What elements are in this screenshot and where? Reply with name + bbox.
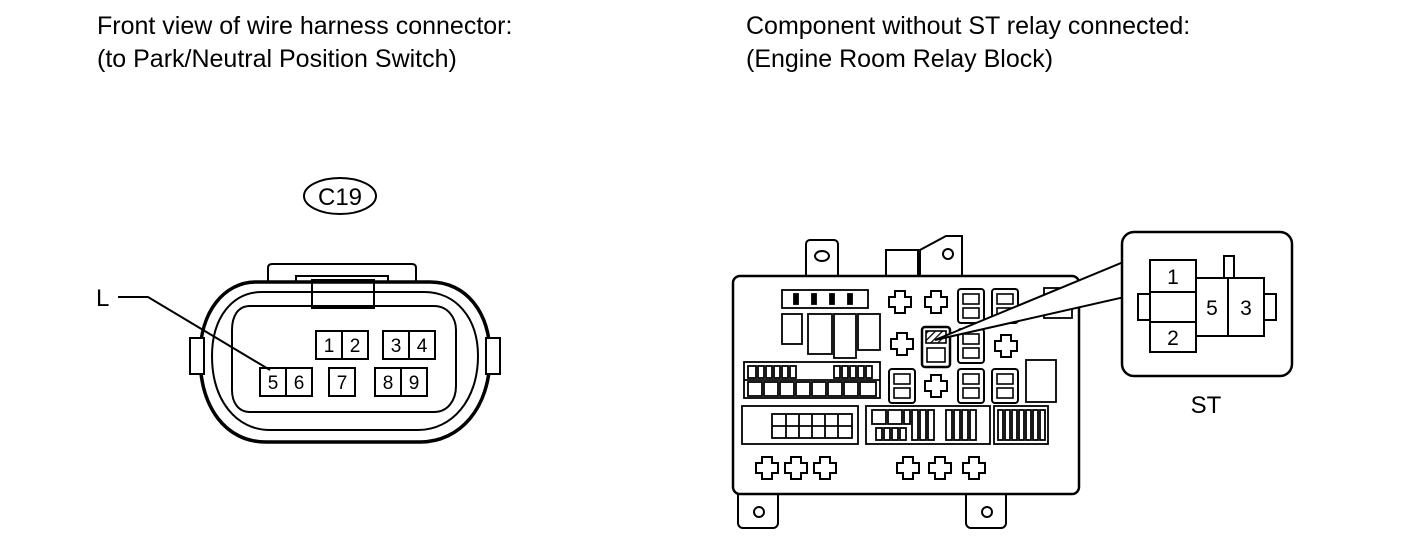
leader-line: [118, 296, 271, 371]
pin-cell-2: [341, 330, 369, 360]
st-pin-label-5: 5: [1206, 297, 1218, 320]
relay-block-internals: [741, 287, 1073, 445]
connector-id-badge: C19: [303, 177, 377, 215]
mount-hole: [753, 506, 765, 518]
pin-label-9: 9: [409, 373, 420, 394]
top-tab-right: [919, 235, 963, 281]
pin-cell-7: [328, 367, 356, 397]
pin-label-7: 7: [337, 373, 348, 394]
mount-hole: [942, 248, 954, 260]
wire-callout: L: [96, 285, 271, 371]
pin-label-1: 1: [324, 336, 335, 357]
fuse-block: [857, 313, 881, 351]
pin-numbers: 1 2 3 4 5 6 7 8 9: [268, 336, 428, 394]
fuse-block: [833, 313, 857, 359]
pin-cell-9: [400, 367, 428, 397]
relay-socket: [991, 368, 1019, 404]
st-pin-cell-3: [1227, 277, 1265, 337]
st-relay-socket: [920, 325, 952, 369]
pin-label-4: 4: [417, 336, 428, 357]
pin-cell-4: [408, 330, 436, 360]
pin-cell-1: [315, 330, 343, 360]
st-pin-label-2: 2: [1167, 327, 1179, 350]
st-magnified-view: 1 2 5 3: [1120, 230, 1294, 378]
pin-cell-5: [259, 367, 287, 397]
st-relay-label: ST: [1191, 392, 1222, 419]
st-pin-label-3: 3: [1240, 297, 1252, 320]
fuse-block: [781, 313, 803, 345]
pin-label-3: 3: [391, 336, 402, 357]
mount-hole: [814, 250, 830, 262]
st-pin-label-1: 1: [1167, 266, 1179, 289]
right-caption: Component without ST relay connected: (E…: [746, 10, 1190, 76]
harness-connector: [189, 263, 501, 444]
side-latch: [1263, 293, 1277, 321]
left-caption-line1: Front view of wire harness connector:: [97, 12, 513, 40]
connector-id-label: C19: [318, 184, 362, 211]
pin-label-2: 2: [350, 336, 361, 357]
pin-cell-3: [382, 330, 410, 360]
mount-hole: [981, 506, 993, 518]
fuse-block: [807, 313, 833, 355]
top-key: [1223, 255, 1235, 279]
relay-socket: [957, 368, 985, 404]
left-caption-line2: (to Park/Neutral Position Switch): [97, 45, 457, 73]
right-caption-line2: (Engine Room Relay Block): [746, 45, 1054, 73]
st-pin-cell-2: [1149, 321, 1197, 353]
pin-label-8: 8: [383, 373, 394, 394]
wire-color-label: L: [96, 285, 109, 312]
relay-socket: [888, 368, 916, 404]
relay-socket: [957, 288, 985, 324]
right-caption-line1: Component without ST relay connected:: [746, 12, 1191, 40]
pin-label-6: 6: [294, 373, 305, 394]
fuse-strip: [781, 289, 869, 309]
left-caption: Front view of wire harness connector: (t…: [97, 10, 512, 76]
st-pin-cell-mid: [1149, 291, 1197, 323]
pin-cells: [259, 330, 436, 397]
pin-cell-6: [285, 367, 313, 397]
pin-label-5: 5: [268, 373, 279, 394]
